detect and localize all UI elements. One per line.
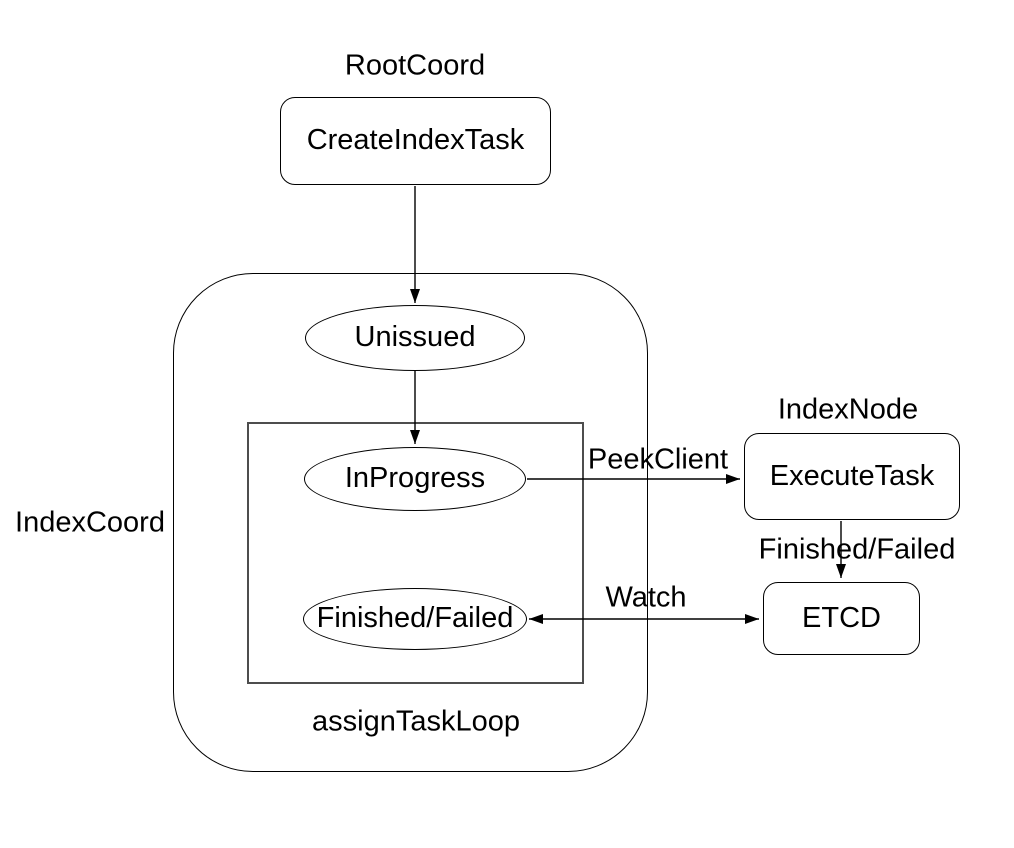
- edge-label-watch: Watch: [605, 581, 687, 614]
- node-unissued: Unissued: [305, 305, 525, 371]
- rootcoord-group-label: RootCoord: [344, 49, 486, 82]
- edge-label-peekclient: PeekClient: [587, 443, 729, 476]
- node-etcd: ETCD: [763, 582, 920, 655]
- node-execute-task-label: ExecuteTask: [769, 459, 935, 492]
- node-etcd-label: ETCD: [802, 601, 881, 634]
- node-create-index-task: CreateIndexTask: [280, 97, 551, 185]
- node-create-index-task-label: CreateIndexTask: [306, 124, 525, 157]
- edge-label-finishedfailed: Finished/Failed: [758, 533, 956, 566]
- node-in-progress: InProgress: [304, 447, 526, 511]
- node-execute-task: ExecuteTask: [744, 433, 960, 520]
- node-in-progress-label: InProgress: [344, 462, 486, 495]
- indexnode-group-label: IndexNode: [777, 393, 919, 426]
- node-finished-failed: Finished/Failed: [303, 588, 527, 650]
- node-finished-failed-label: Finished/Failed: [316, 602, 514, 635]
- assigntaskloop-group-label: assignTaskLoop: [312, 705, 520, 738]
- indexcoord-group-label: IndexCoord: [15, 506, 165, 539]
- indexcoord-container: [173, 273, 648, 772]
- node-unissued-label: Unissued: [354, 321, 476, 354]
